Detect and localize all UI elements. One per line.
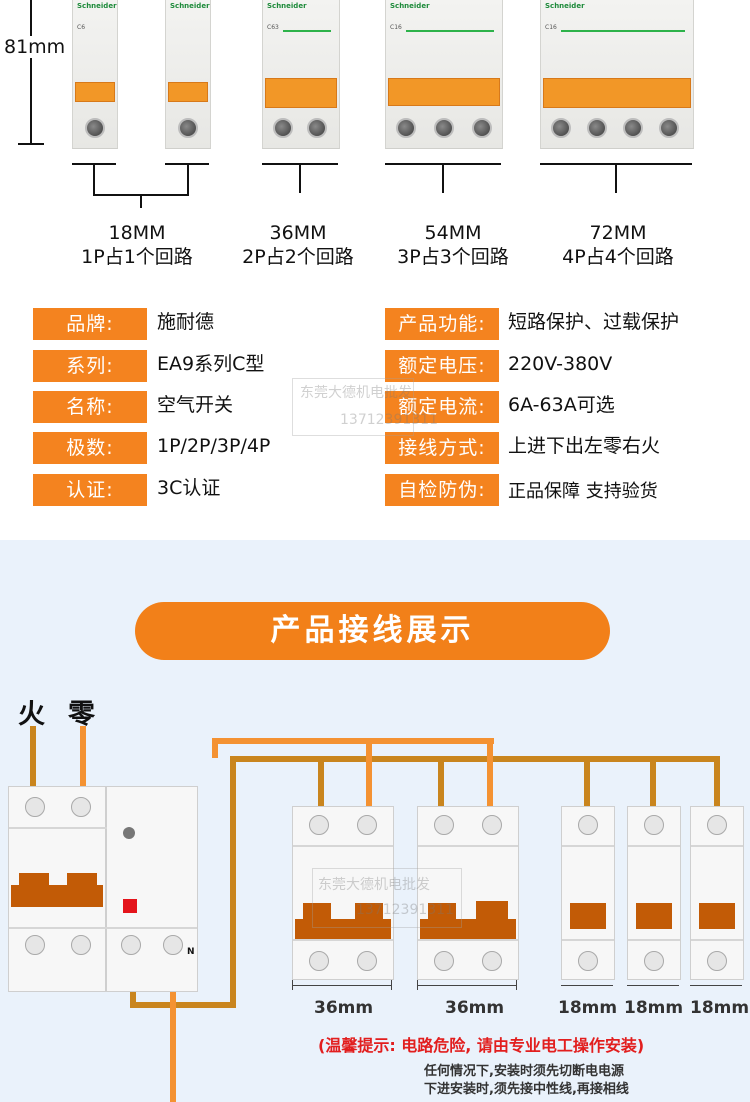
n-mark: N xyxy=(187,947,195,957)
spec-value: 正品保障 支持验货 xyxy=(508,481,658,502)
main-rcbo-panel: N xyxy=(8,786,198,992)
height-label: 81mm xyxy=(4,36,66,58)
breaker-4p-image: Schneider C16 xyxy=(540,0,694,149)
warning-main: (温馨提示: 电路危险, 请由专业电工操作安装) xyxy=(318,1036,645,1055)
warning-sub-1: 任何情况下,安装时须先切断电电源 xyxy=(424,1064,624,1079)
warning-sub-2: 下进安装时,须先接中性线,再接相线 xyxy=(424,1082,629,1097)
product-dimension-area: 81mm Schneider C6 Schneider Schneider C6… xyxy=(0,0,750,540)
branch-breaker-2p-b xyxy=(417,806,519,980)
watermark-phone: 13712391311 xyxy=(340,412,438,428)
spec-value: 施耐德 xyxy=(157,311,215,333)
watermark-company: 东莞大德机电批发 xyxy=(300,385,412,401)
spec-label: 自检防伪: xyxy=(385,474,499,506)
watermark-company: 东莞大德机电批发 xyxy=(318,877,430,893)
incoming-neutral-wire xyxy=(80,726,86,786)
bus-wire-orange xyxy=(212,738,494,744)
spec-value: 上进下出左零右火 xyxy=(508,435,661,457)
watermark-box xyxy=(312,868,462,928)
width-label: 18mm xyxy=(558,998,618,1018)
wiring-title: 产品接线展示 xyxy=(135,602,610,660)
width-label: 18mm xyxy=(624,998,684,1018)
breaker-2p-image: Schneider C63 xyxy=(262,0,340,149)
branch-breaker-1p-c xyxy=(690,806,744,980)
spec-label: 认证: xyxy=(33,474,147,506)
height-dimension: 81mm xyxy=(0,0,80,150)
branch-breaker-1p-a xyxy=(561,806,615,980)
neutral-label: 零 xyxy=(68,699,95,730)
width-label: 18mm xyxy=(690,998,750,1018)
width-label: 36mm xyxy=(314,998,374,1018)
breaker-1p-image-b: Schneider xyxy=(165,0,211,149)
watermark-box xyxy=(292,378,414,436)
branch-breaker-1p-b xyxy=(627,806,681,980)
spec-value: 3C认证 xyxy=(157,477,221,499)
neutral-out-wire xyxy=(170,950,176,1102)
spec-label: 产品功能: xyxy=(385,308,499,340)
incoming-live-wire xyxy=(30,726,36,786)
spec-label: 名称: xyxy=(33,391,147,423)
spec-value: 6A-63A可选 xyxy=(508,394,615,416)
spec-label: 接线方式: xyxy=(385,432,499,464)
spec-value: 1P/2P/3P/4P xyxy=(157,435,271,457)
live-label: 火 xyxy=(18,699,45,730)
spec-value: 短路保护、过载保护 xyxy=(508,311,680,333)
spec-value: 220V-380V xyxy=(508,353,613,375)
width-label: 36mm xyxy=(445,998,505,1018)
breaker-1p-image: Schneider C6 xyxy=(72,0,118,149)
breaker-3p-image: Schneider C16 xyxy=(385,0,503,149)
bus-wire-brown xyxy=(230,756,720,762)
branch-breaker-2p-a xyxy=(292,806,394,980)
spec-label: 额定电流: xyxy=(385,391,499,423)
spec-label: 额定电压: xyxy=(385,350,499,382)
spec-label: 系列: xyxy=(33,350,147,382)
watermark-phone: 13712391311 xyxy=(356,902,454,918)
spec-label: 品牌: xyxy=(33,308,147,340)
spec-value: EA9系列C型 xyxy=(157,353,265,375)
spec-value: 空气开关 xyxy=(157,394,234,416)
spec-label: 极数: xyxy=(33,432,147,464)
